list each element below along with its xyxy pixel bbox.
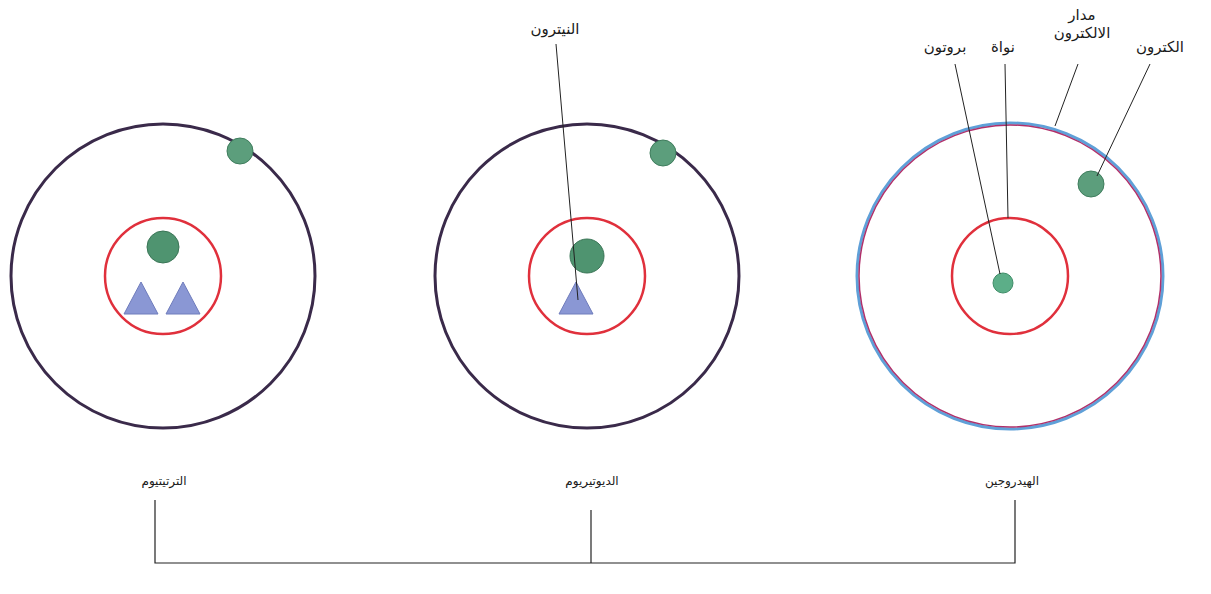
part-label: الترتيتيوم	[139, 474, 188, 488]
part-label: نواة	[989, 38, 1017, 56]
part-label: الديوتيريوم	[563, 474, 620, 488]
electron	[227, 138, 253, 164]
hydrogen-atom	[857, 123, 1163, 429]
proton	[993, 273, 1013, 293]
nucleus	[105, 218, 221, 334]
part-label: بروتون	[922, 38, 969, 56]
bracket-line	[155, 500, 1015, 563]
electron	[650, 140, 676, 166]
electron-orbit	[11, 124, 315, 428]
electron-orbit	[859, 125, 1161, 427]
electron-orbit	[435, 124, 739, 428]
nucleus	[529, 218, 645, 334]
leader-line	[1055, 64, 1078, 126]
part-label: النيترون	[529, 20, 582, 38]
nucleus	[952, 218, 1068, 334]
tritium-atom	[11, 124, 315, 428]
leader-line	[955, 64, 1000, 274]
neutron	[559, 282, 593, 314]
leader-line	[556, 44, 578, 300]
part-label: مدار الالكترون	[1037, 6, 1127, 42]
electron-orbit	[857, 123, 1163, 429]
part-label: الهيدروجين	[983, 474, 1041, 488]
bracket-line	[590, 510, 591, 563]
leader-lines	[556, 44, 1150, 300]
neutron	[166, 282, 200, 314]
part-label: الكترون	[1134, 38, 1186, 56]
leader-line	[1097, 64, 1150, 176]
leader-line	[1005, 64, 1008, 218]
group-bracket	[155, 500, 1015, 563]
electron	[1078, 171, 1104, 197]
neutron	[124, 282, 158, 314]
deuterium-atom	[435, 124, 739, 428]
proton	[147, 231, 179, 263]
